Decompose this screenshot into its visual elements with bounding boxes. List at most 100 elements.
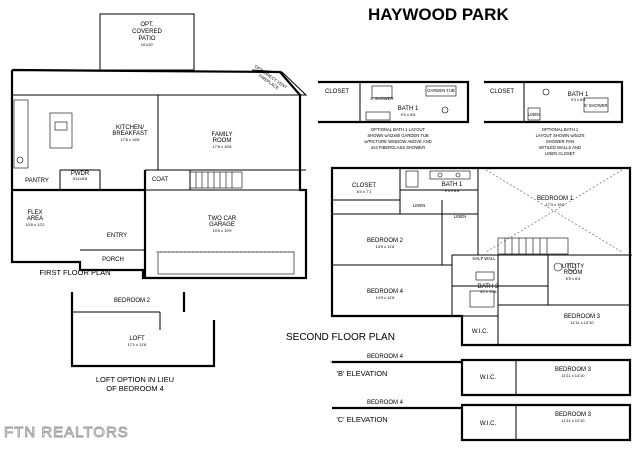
loft-caption-2: OF BEDROOM 4 — [106, 384, 164, 393]
second-floor-stairs — [497, 237, 569, 255]
patio-label-1: OPT. — [140, 22, 154, 28]
optional-bath-b: CLOSET BATH 1 9'3 x 8'8 5' SHOWER LINEN … — [484, 80, 624, 156]
bath1-vanity — [429, 170, 471, 180]
garage-dim: 19'5 x 19'9 — [212, 228, 232, 233]
bedroom1-dim: 17'3 x 15'9 — [545, 202, 565, 207]
optional-bath-a: CLOSET 4' SHOWER GARDEN TUB BATH 1 9'3 x… — [318, 80, 470, 150]
second-floor-exterior-wall — [330, 166, 632, 347]
elev-b-caption: 'B' ELEVATION — [337, 369, 388, 378]
opt-a-bath-dim: 9'3 x 8'8 — [401, 112, 416, 117]
bath2-vanity — [475, 271, 495, 281]
bath1-label: BATH 1 — [442, 182, 463, 188]
utility-label-1: UTILITY — [562, 264, 584, 270]
loft-label: LOFT — [129, 336, 145, 342]
bedroom4-dim: 14'9 x 11'8 — [376, 295, 396, 300]
elev-b-bedroom4-label: BEDROOM 4 — [367, 354, 404, 360]
opt-b-caption-5: LINEN CLOSET — [545, 151, 576, 156]
bedroom2-label: BEDROOM 2 — [367, 238, 404, 244]
loft-dim: 17'1 x 11'8 — [128, 342, 148, 347]
opt-a-caption-1: OPTIONAL BATH 1 LAYOUT — [371, 127, 426, 132]
garage-label-2: GARAGE — [209, 222, 235, 228]
second-floor-caption: SECOND FLOOR PLAN — [286, 332, 395, 343]
watermark: FTN REALTORS — [4, 424, 129, 441]
kitchen-label-1: KITCHEN/ — [116, 125, 144, 131]
elevation-c-plan: BEDROOM 4 W.I.C. BEDROOM 3 11'11 x 12'10… — [332, 400, 632, 442]
opt-b-caption-2: LAYOUT SHOWN w/5x3'6 — [536, 133, 585, 138]
family-room-label-1: FAMILY — [212, 132, 233, 138]
opt-b-caption-4: W/TILED WALLS AND — [539, 145, 581, 150]
patio-dim: 10'x10' — [141, 42, 154, 47]
kitchen-dim: 17'6 x 16'8 — [120, 137, 140, 142]
flex-area-label-2: AREA — [27, 216, 43, 222]
bath2-dim: 5'0 x 10'8 — [480, 289, 498, 294]
flex-area-dim: 10'8 x 12'2 — [25, 222, 45, 227]
pwdr-label: PWDR — [71, 171, 90, 177]
opt-a-caption-2: SHOWN w/42x60 GARDEN TUB — [367, 133, 429, 138]
pantry-label: PANTRY — [25, 178, 49, 184]
bedroom4-label: BEDROOM 4 — [367, 289, 404, 295]
elev-c-caption: 'C' ELEVATION — [336, 415, 387, 424]
first-floor-caption: FIRST FLOOR PLAN — [39, 268, 110, 277]
half-wall-label: HALF WALL — [472, 256, 496, 261]
linen1-label: LINEN — [413, 203, 425, 208]
loft-bedroom-label: BEDROOM 2 — [114, 298, 151, 304]
opt-a-closet-label: CLOSET — [325, 89, 349, 95]
bath2-tub — [469, 290, 495, 308]
opt-b-shower-label: 5' SHOWER — [584, 103, 607, 108]
closet-dim: 6'4 x 7'1 — [357, 189, 372, 194]
utility-dryer — [567, 262, 577, 272]
fireplace-box — [251, 69, 308, 96]
flex-area-label-1: FLEX — [27, 210, 42, 216]
opt-a-caption-4: 4x3 FIBERGLASS SHOWER — [371, 145, 425, 150]
first-floor-exterior-wall — [10, 68, 308, 280]
elev-c-bedroom4-label: BEDROOM 4 — [367, 400, 404, 406]
loft-caption-1: LOFT OPTION IN LIEU — [96, 375, 174, 384]
opt-b-closet-label: CLOSET — [490, 89, 514, 95]
family-room-dim: 17'6 x 16'8 — [212, 144, 232, 149]
garage-label-1: TWO CAR — [208, 216, 237, 222]
bath1-shower — [405, 170, 419, 188]
elev-b-wic-label: W.I.C. — [480, 375, 497, 381]
wic-label: W.I.C. — [472, 329, 489, 335]
utility-dim: 6'5 x 6'4 — [566, 276, 581, 281]
bedroom1-label: BEDROOM 1 — [537, 196, 574, 202]
kitchen-island — [49, 112, 73, 149]
patio-label-2: COVERED — [132, 29, 162, 35]
elev-c-bedroom3-dim: 11'11 x 12'10 — [562, 418, 586, 423]
opt-b-caption-1: OPTIONAL BATH 1 — [542, 127, 579, 132]
linen2-label: LINEN — [454, 214, 466, 219]
elev-c-wic-label: W.I.C. — [480, 421, 497, 427]
opt-b-bath-label: BATH 1 — [568, 92, 589, 98]
kitchen-label-2: BREAKFAST — [112, 131, 148, 137]
plan-title: HAYWOOD PARK — [368, 5, 509, 24]
opt-b-bath-dim: 9'3 x 8'8 — [571, 97, 586, 102]
family-room-label-2: ROOM — [213, 138, 232, 144]
first-floor-plan: OPT. COVERED PATIO 10'x10' OPT. DIRECT V… — [10, 13, 308, 280]
opt-b-caption-3: SHOWER PAN — [546, 139, 574, 144]
opt-a-bath-label: BATH 1 — [398, 106, 419, 112]
opt-a-caption-3: w/PICTURE WINDOW ABOVE AND — [364, 139, 431, 144]
elev-b-bedroom3-label: BEDROOM 3 — [555, 367, 592, 373]
pwdr-dim: 5'11x5'8 — [73, 176, 88, 181]
utility-washer — [553, 262, 563, 272]
elevation-b-plan: BEDROOM 4 W.I.C. BEDROOM 3 11'11 x 14'10… — [330, 354, 632, 397]
second-floor-plan: CLOSET 6'4 x 7'1 BATH 1 9'3 x 8'8 LINEN … — [286, 166, 632, 347]
opt-a-tub — [425, 85, 457, 97]
coat-label: COAT — [152, 177, 169, 183]
opt-a-shower — [371, 85, 393, 99]
bath1-dim: 9'3 x 8'8 — [445, 188, 460, 193]
bedroom3-label: BEDROOM 3 — [564, 314, 601, 320]
opt-b-linen-label: LINEN — [528, 112, 540, 117]
porch-label: PORCH — [102, 257, 124, 263]
opt-a-tub-label: GARDEN TUB — [427, 88, 455, 93]
first-floor-stairs — [189, 171, 243, 189]
closet-label: CLOSET — [352, 183, 376, 189]
elev-c-bedroom3-label: BEDROOM 3 — [555, 412, 592, 418]
opt-b-linen — [527, 107, 541, 121]
bedroom3-dim: 11'11 x 12'10 — [571, 320, 595, 325]
entry-label: ENTRY — [107, 233, 127, 239]
bedroom2-dim: 13'9 x 11'8 — [376, 244, 396, 249]
kitchen-counter — [13, 99, 29, 169]
